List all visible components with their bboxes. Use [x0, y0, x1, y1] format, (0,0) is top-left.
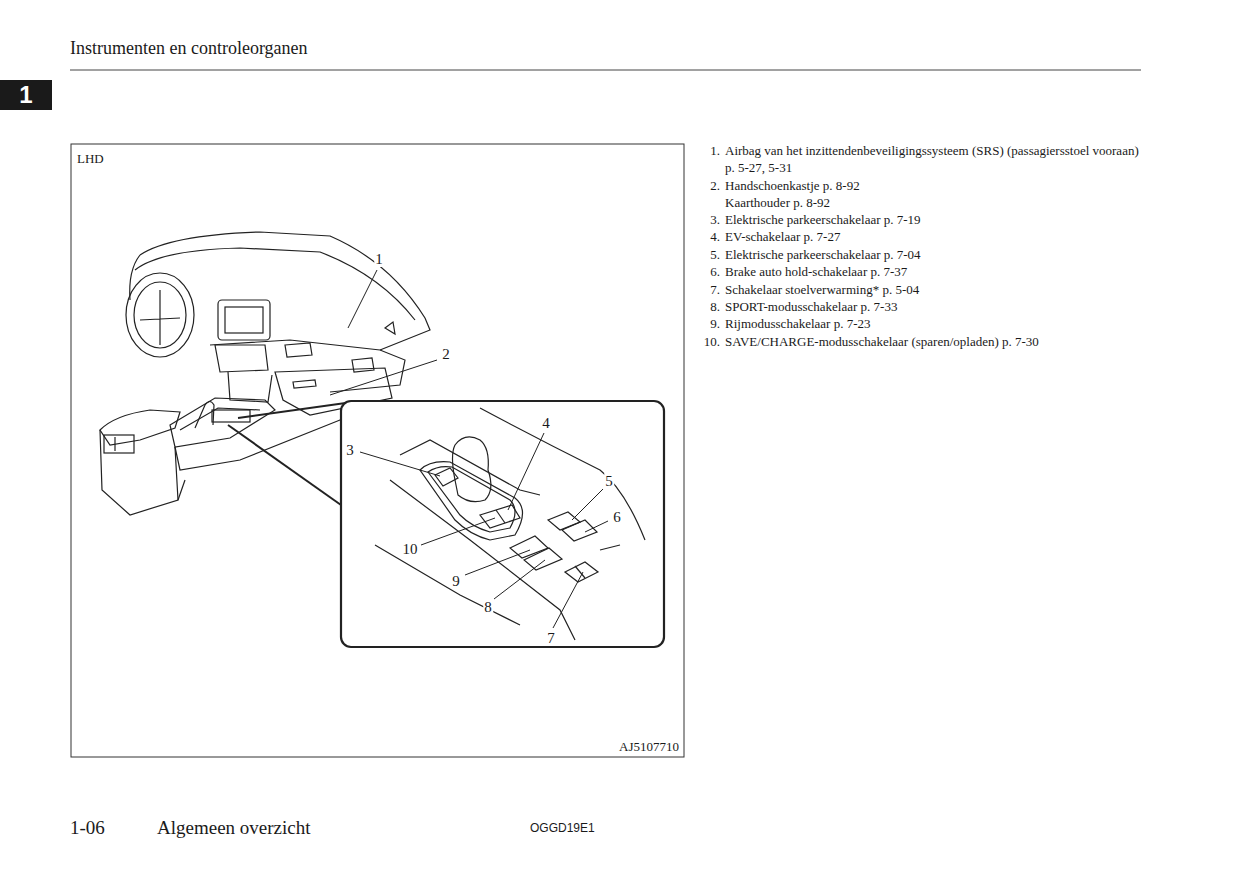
list-item: Handschoenkastje p. 8-92 — [725, 177, 860, 194]
list-item: SPORT-modusschakelaar p. 7-33 — [725, 298, 897, 315]
callout-number: 6 — [612, 509, 622, 525]
document-code: OGGD19E1 — [530, 820, 595, 837]
list-item: Schakelaar stoelverwarming* p. 5-04 — [725, 281, 919, 298]
chapter-tab: 1 — [0, 80, 52, 110]
figure-code: AJ5107710 — [619, 738, 679, 755]
list-item: Elektrische parkeerschakelaar p. 7-19 — [725, 211, 921, 228]
list-item: SAVE/CHARGE-modusschakelaar (sparen/opla… — [725, 333, 1039, 350]
list-item: EV-schakelaar p. 7-27 — [725, 228, 840, 245]
callout-number: 1 — [374, 251, 384, 267]
list-item: Rijmodusschakelaar p. 7-23 — [725, 315, 871, 332]
page-number: 1-06 — [70, 817, 105, 839]
callout-number: 4 — [541, 415, 551, 431]
list-number: 10. — [690, 333, 720, 350]
list-number: 3. — [690, 211, 720, 228]
list-item: Elektrische parkeerschakelaar p. 7-04 — [725, 246, 921, 263]
callout-number: 3 — [345, 442, 355, 458]
list-number: 9. — [690, 315, 720, 332]
list-number: 7. — [690, 281, 720, 298]
callout-number: 7 — [546, 630, 556, 646]
callout-number: 2 — [441, 346, 451, 362]
callout-number: 10 — [402, 541, 419, 557]
list-item: Airbag van het inzittendenbeveiligingssy… — [725, 142, 1140, 176]
callout-number: 5 — [604, 473, 614, 489]
list-item: Kaarthouder p. 8-92 — [725, 194, 830, 211]
list-number: 2. — [690, 177, 720, 194]
section-name: Algemeen overzicht — [157, 817, 311, 839]
callout-number: 8 — [483, 599, 493, 615]
list-number: 5. — [690, 246, 720, 263]
list-number: 6. — [690, 263, 720, 280]
callout-number: 9 — [451, 573, 461, 589]
list-number: 1. — [690, 142, 720, 159]
list-number: 8. — [690, 298, 720, 315]
list-number: 4. — [690, 228, 720, 245]
list-item: Brake auto hold-schakelaar p. 7-37 — [725, 263, 907, 280]
drive-side-label: LHD — [77, 150, 104, 167]
page-header: Instrumenten en controleorganen — [70, 40, 308, 57]
